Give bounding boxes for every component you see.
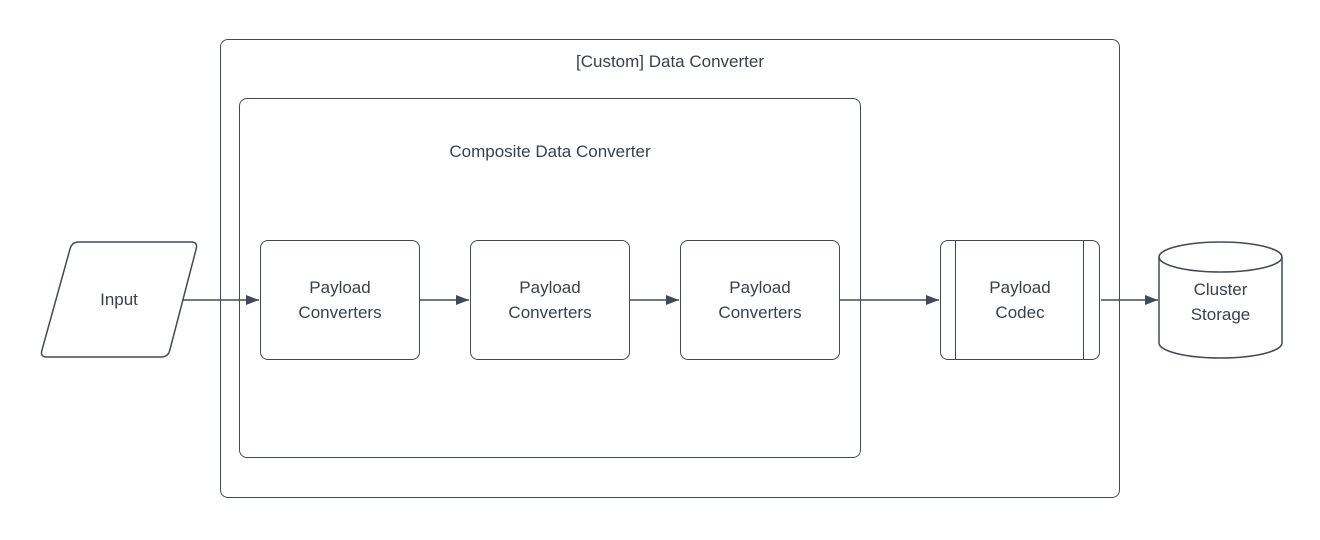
codec-right-bar	[1083, 241, 1084, 359]
container-composite-data-converter-label: Composite Data Converter	[449, 142, 651, 161]
container-custom-data-converter-label: [Custom] Data Converter	[575, 52, 764, 71]
node-payload-codec-label: Payload Codec	[989, 278, 1051, 322]
node-payload-converters-3-label: Payload Converters	[718, 278, 802, 322]
node-payload-converters-2-label: Payload Converters	[508, 278, 592, 322]
node-payload-converters-1-label: Payload Converters	[298, 278, 382, 322]
node-payload-converters-2: Payload Converters	[470, 240, 630, 360]
node-payload-converters-3: Payload Converters	[680, 240, 840, 360]
node-input: Input	[40, 242, 198, 357]
node-payload-codec: Payload Codec	[940, 240, 1100, 360]
container-custom-data-converter: [Custom] Data Converter	[220, 39, 1120, 498]
container-composite-data-converter: Composite Data Converter	[239, 98, 861, 458]
node-payload-converters-1: Payload Converters	[260, 240, 420, 360]
node-input-label: Input	[100, 290, 138, 309]
node-cluster-storage: Cluster Storage	[1159, 246, 1282, 358]
codec-left-bar	[954, 241, 956, 359]
node-cluster-storage-label: Cluster Storage	[1190, 280, 1251, 324]
